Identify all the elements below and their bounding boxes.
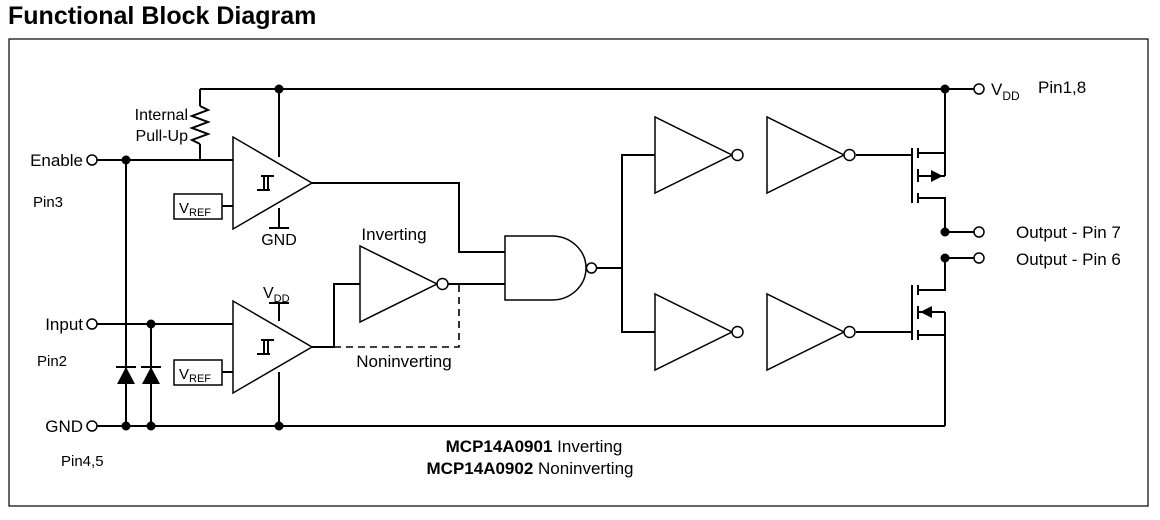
nmos-transistor: [911, 258, 946, 426]
pin-gnd-terminal: [86, 420, 98, 432]
pullup-label-2: Pull-Up: [136, 128, 189, 145]
vdd-label: VDD: [991, 80, 1020, 103]
buffer-top-2: [766, 115, 856, 195]
pullup-resistor: [189, 105, 211, 145]
buffer-bottom-1: [654, 292, 744, 372]
pin-enable-terminal: [86, 154, 98, 166]
buffer-top-1: [654, 115, 744, 195]
enable-pin-label: Pin3: [33, 194, 63, 211]
pullup-label-1: Internal: [135, 107, 188, 124]
wires: [97, 88, 974, 427]
vref-box-input: [173, 359, 223, 386]
vref-box-enable: [173, 193, 223, 220]
diagram-title: Functional Block Diagram: [8, 2, 317, 30]
part-line-2: MCP14A0902 Noninverting: [427, 459, 634, 478]
esd-diode-1: [116, 366, 136, 384]
buffer-bottom-2: [766, 292, 856, 372]
pmos-transistor: [911, 89, 946, 232]
comparator-vdd-label: VDD: [263, 285, 290, 305]
nand-gate: [504, 235, 598, 301]
output-b-label: Output - Pin 6: [1016, 250, 1121, 269]
input-label: Input: [45, 315, 83, 334]
junction-dots: [121, 84, 950, 431]
gnd-pin-label: Pin4,5: [61, 453, 104, 470]
comparator-gnd-label: GND: [261, 232, 297, 249]
part-line-1: MCP14A0901 Inverting: [446, 437, 623, 456]
input-comparator: [232, 299, 314, 395]
output-a-label: Output - Pin 7: [1016, 223, 1121, 242]
vref-label-enable: VREF: [179, 200, 211, 219]
esd-diode-2: [141, 366, 161, 384]
input-pin-label: Pin2: [37, 353, 67, 370]
gnd-label: GND: [45, 417, 83, 436]
pin-input-terminal: [86, 318, 98, 330]
vdd-pin-label: Pin1,8: [1038, 78, 1086, 97]
enable-label: Enable: [30, 151, 83, 170]
inverter-gate: [359, 244, 449, 324]
diagram-frame: [8, 38, 1149, 507]
inverting-label: Inverting: [361, 225, 426, 244]
pin-output-b-terminal: [973, 252, 985, 264]
pin-vdd-terminal: [973, 83, 985, 95]
enable-comparator: [232, 135, 314, 231]
vref-label-input: VREF: [179, 366, 211, 385]
pin-output-a-terminal: [973, 226, 985, 238]
noninverting-label: Noninverting: [356, 352, 451, 371]
